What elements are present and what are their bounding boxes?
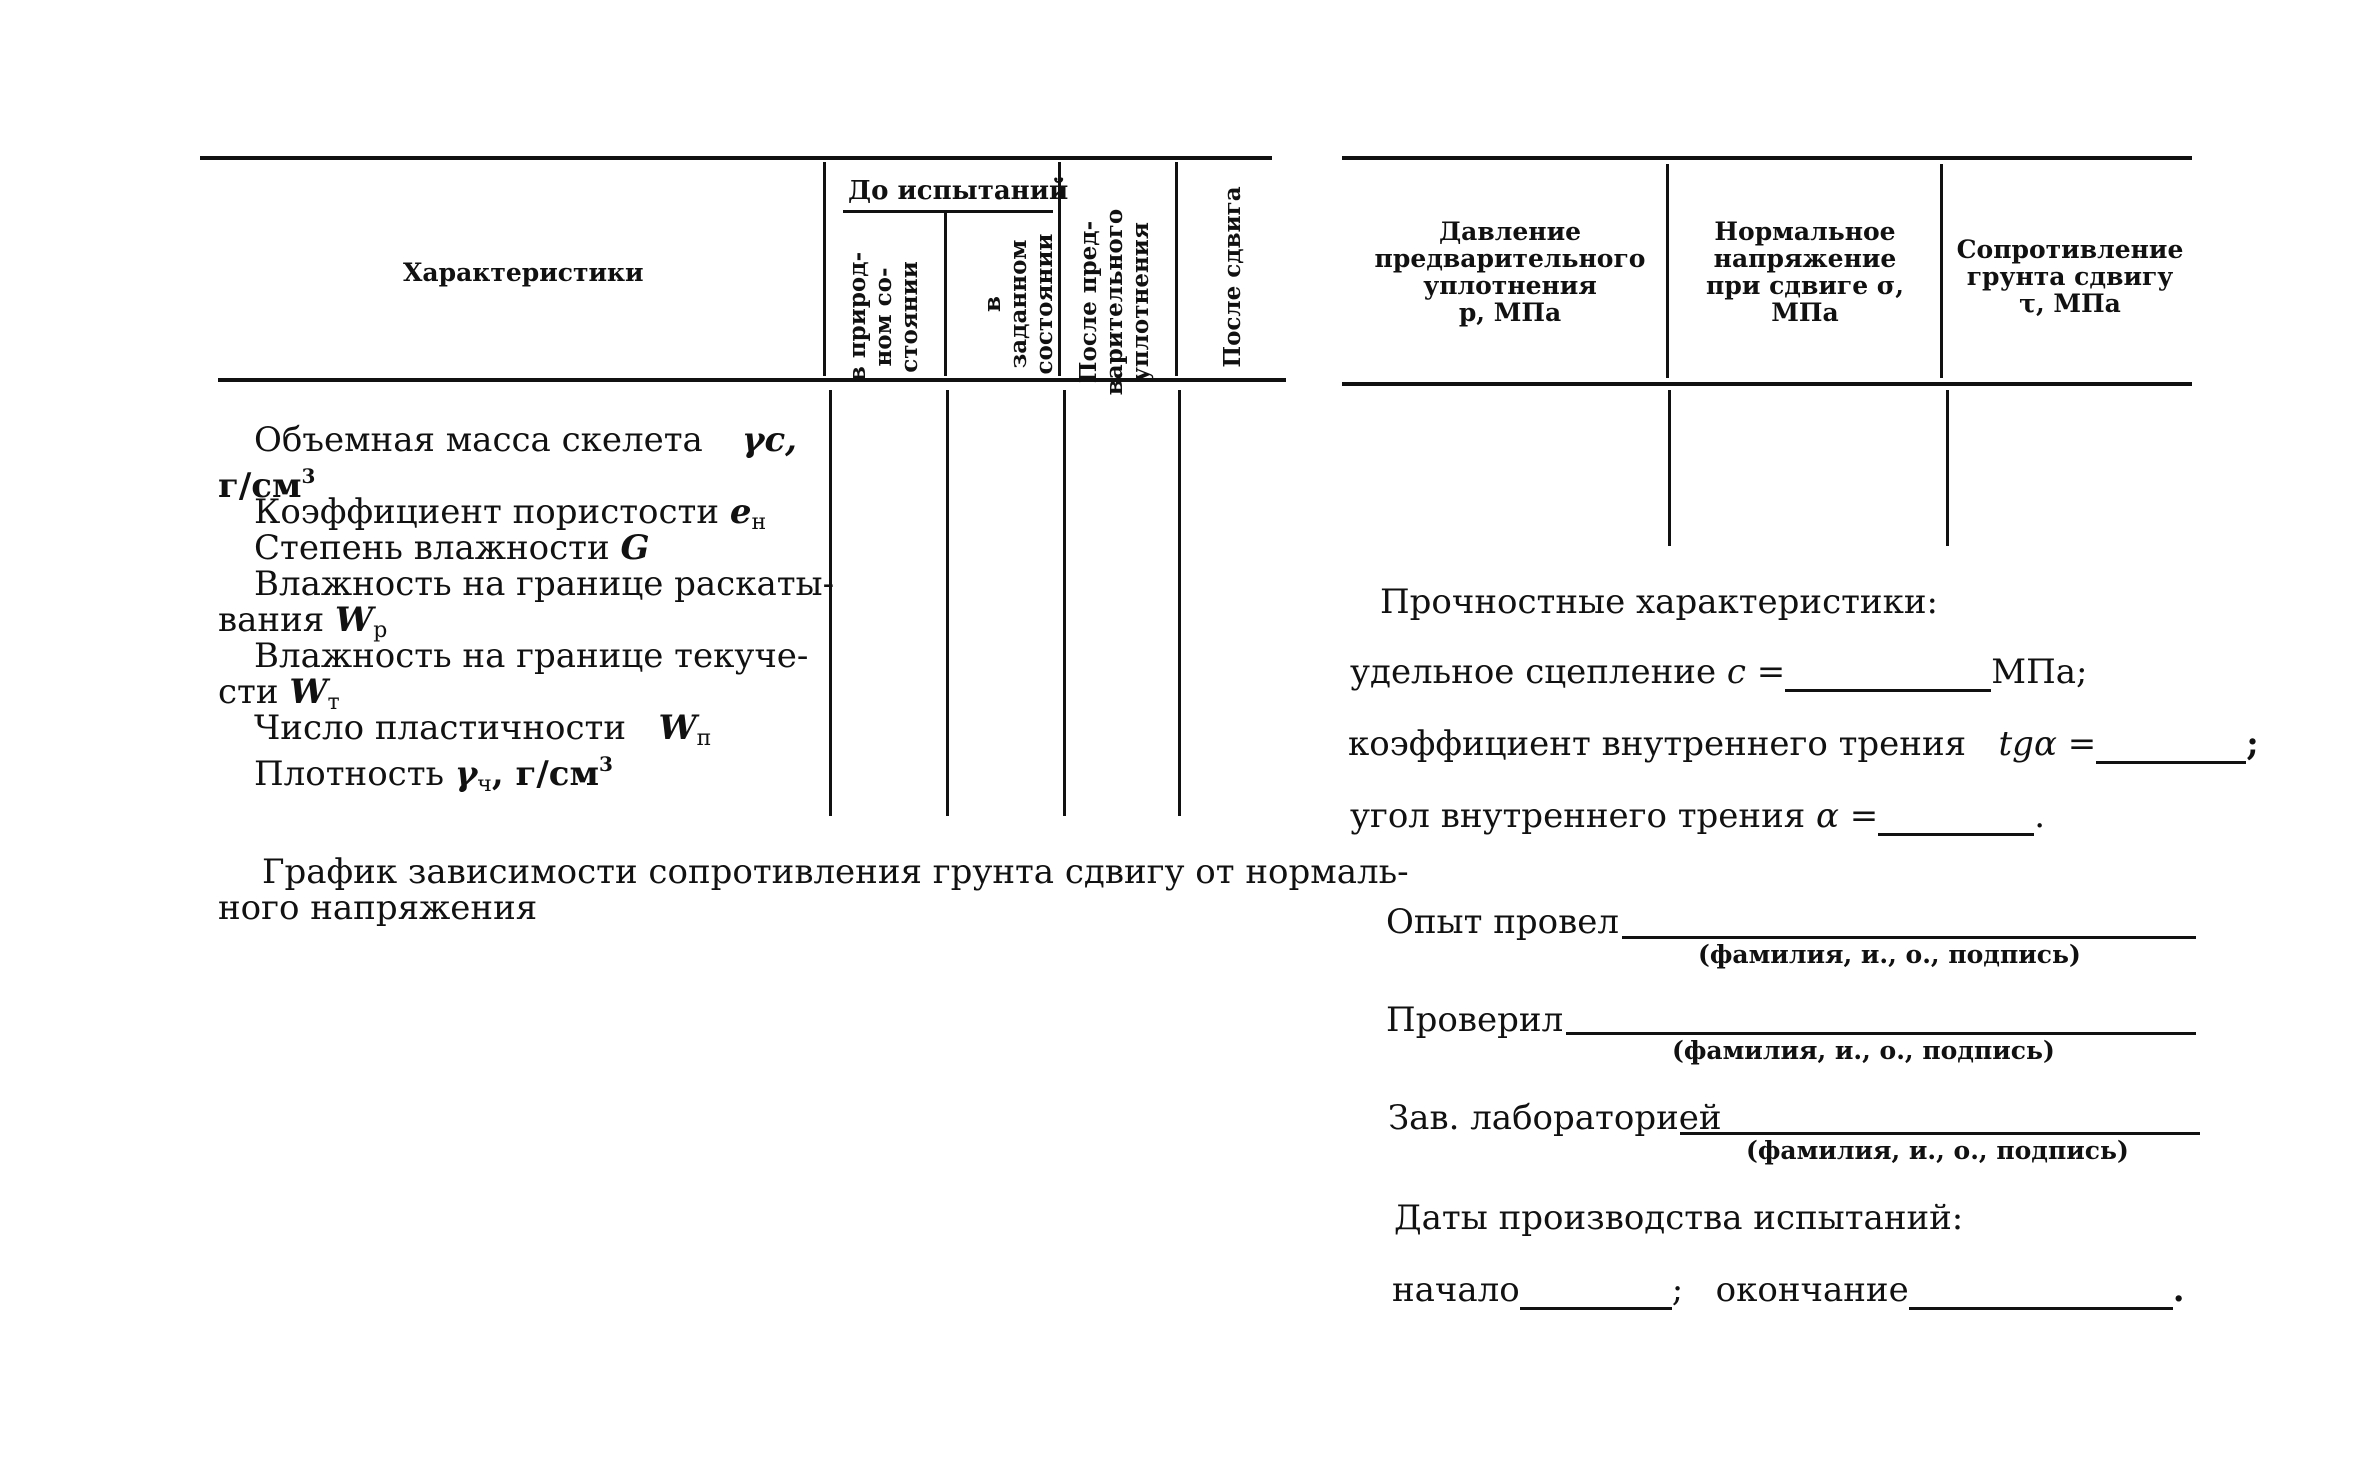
row-plastic-limit-line2: вания Wр bbox=[218, 600, 388, 643]
header-characteristics: Характеристики bbox=[403, 258, 644, 287]
dates-line: начало; окончание. bbox=[1392, 1270, 2185, 1310]
row-particle-density: Плотность γч, г/см3 bbox=[254, 752, 613, 797]
performed-by-label: Опыт провел bbox=[1386, 902, 1619, 942]
cohesion-field[interactable] bbox=[1785, 659, 1992, 692]
left-header-divider-1 bbox=[823, 162, 826, 376]
performed-by-field[interactable] bbox=[1622, 936, 2196, 939]
right-table-top-rule bbox=[1342, 156, 2192, 160]
header-before-tests: До испытаний bbox=[848, 176, 1069, 206]
row-dry-density-line1: Объемная масса скелета bbox=[254, 420, 703, 460]
graph-caption-line1: График зависимости сопротивления грунта … bbox=[262, 852, 1409, 892]
left-body-divider-1 bbox=[829, 390, 832, 816]
right-header-normal-stress: Нормальное напряжение при сдвиге σ, МПа bbox=[1706, 217, 1904, 327]
lab-head-field[interactable] bbox=[1680, 1132, 2200, 1135]
friction-coef-line: коэффициент внутреннего трения tgα =; bbox=[1348, 724, 2259, 764]
right-header-divider-2 bbox=[1940, 164, 1943, 378]
right-table-header-rule bbox=[1342, 382, 2192, 386]
row-dry-density-line2: г/см3 bbox=[218, 464, 316, 506]
header-col-given: в заданном состоянии bbox=[979, 233, 1058, 375]
friction-angle-line: угол внутреннего трения α =. bbox=[1350, 796, 2046, 836]
row-saturation: Степень влажности G bbox=[254, 528, 650, 568]
checked-by-label: Проверил bbox=[1386, 1000, 1564, 1040]
start-date-field[interactable] bbox=[1519, 1277, 1672, 1310]
cohesion-line: удельное сцепление с =МПа; bbox=[1350, 652, 2088, 692]
checked-by-caption: (фамилия, и., о., подпись) bbox=[1672, 1036, 2055, 1065]
checked-by-field[interactable] bbox=[1566, 1032, 2196, 1035]
left-table-header-rule bbox=[218, 378, 1286, 382]
row-dry-density-symbol: γс, bbox=[742, 420, 797, 460]
end-date-field[interactable] bbox=[1908, 1277, 2173, 1310]
left-body-divider-2 bbox=[946, 390, 949, 816]
right-header-divider-1 bbox=[1666, 164, 1669, 378]
row-porosity: Коэффициент пористости eн bbox=[254, 492, 767, 535]
dates-title: Даты производства испытаний: bbox=[1394, 1198, 1964, 1238]
header-col-after-preconsolidation: После пред- варительного уплотнения bbox=[1075, 208, 1154, 396]
right-body-divider-1 bbox=[1668, 390, 1671, 546]
performed-by-caption: (фамилия, и., о., подпись) bbox=[1698, 940, 2081, 969]
friction-angle-field[interactable] bbox=[1878, 803, 2035, 836]
left-table-top-rule bbox=[200, 156, 1272, 160]
left-body-divider-3 bbox=[1063, 390, 1066, 816]
right-body-divider-2 bbox=[1946, 390, 1949, 546]
row-liquid-limit-line1: Влажность на границе текуче- bbox=[254, 636, 809, 676]
lab-head-caption: (фамилия, и., о., подпись) bbox=[1746, 1136, 2129, 1165]
strength-title: Прочностные характеристики: bbox=[1380, 582, 1938, 622]
friction-coef-field[interactable] bbox=[2096, 731, 2247, 764]
left-header-divider-2 bbox=[944, 212, 947, 376]
lab-head-label: Зав. лабораторией bbox=[1388, 1098, 1722, 1138]
left-header-divider-4 bbox=[1175, 162, 1178, 376]
row-liquid-limit-line2: сти Wт bbox=[218, 672, 340, 715]
left-header-divider-3 bbox=[1058, 162, 1061, 376]
right-header-shear-resistance: Сопротивление грунта сдвигу τ, МПа bbox=[1956, 235, 2184, 318]
header-col-after-shear: После сдвига bbox=[1219, 186, 1246, 368]
row-plasticity-index: Число пластичности Wп bbox=[254, 708, 712, 751]
left-body-divider-4 bbox=[1178, 390, 1181, 816]
graph-caption-line2: ного напряжения bbox=[218, 888, 538, 928]
header-col-natural: в природ- ном со- стоянии bbox=[844, 251, 923, 383]
right-header-preconsolidation-pressure: Давление предварительного уплотнения р, … bbox=[1374, 217, 1646, 327]
row-plastic-limit-line1: Влажность на границе раскаты- bbox=[254, 564, 835, 604]
before-tests-underline bbox=[843, 210, 1053, 213]
